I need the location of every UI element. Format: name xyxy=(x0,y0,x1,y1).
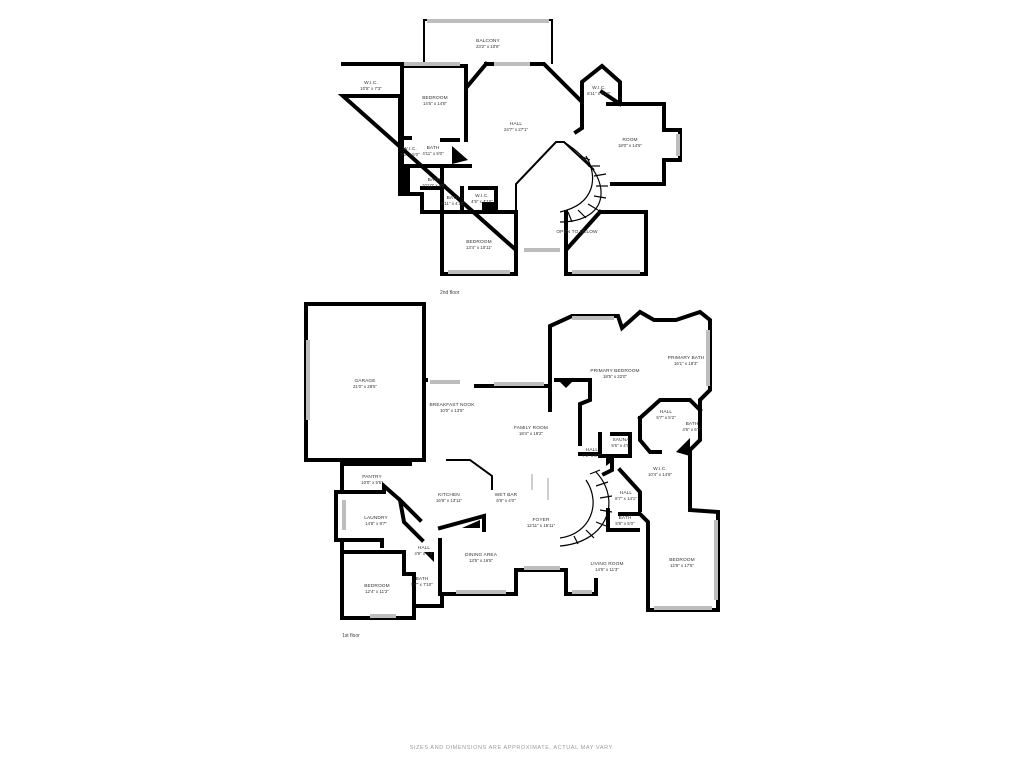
room-name-wic: W.I.C. xyxy=(475,193,489,199)
floor-2-outer-wall xyxy=(337,62,682,276)
room-dim-breakfast-nook: 10'0" x 13'5" xyxy=(440,408,465,413)
room-name-laundry: LAUNDRY xyxy=(364,515,388,521)
duct-fill xyxy=(558,380,574,388)
room-dim-wet-bar: 6'8" x 4'0" xyxy=(496,498,516,503)
staircase-upper xyxy=(559,141,608,223)
room-dim-wic: 4'5" x 4'10" xyxy=(471,199,493,204)
room-dim-hall: 24'7" x 27'1" xyxy=(504,127,529,132)
room-name-wic: W.I.C. xyxy=(592,85,606,91)
room-name-bath: BATH xyxy=(686,421,699,427)
room-dim-bedroom: 12'8" x 17'5" xyxy=(670,563,695,568)
room-dim-living-room: 14'5" x 11'3" xyxy=(595,567,619,572)
room-name-bath: BATH xyxy=(428,177,441,183)
duct-fill xyxy=(462,520,480,528)
duct-fill xyxy=(676,438,690,456)
room-name-bedroom: BEDROOM xyxy=(422,95,448,101)
room-name-room: ROOM xyxy=(622,137,637,143)
room-name-hall: HALL xyxy=(586,447,599,453)
room-name-hall: HALL xyxy=(418,545,431,551)
room-name-dining-area: DINING AREA xyxy=(465,552,498,558)
room-name-bedroom: BEDROOM xyxy=(364,583,390,589)
room-dim-bedroom: 14'5" x 14'8" xyxy=(423,101,448,106)
room-dim-hall: 5'7" x 5'2" xyxy=(656,415,676,420)
duct-fill xyxy=(424,552,434,562)
floor-label: 2nd floor xyxy=(440,290,460,296)
room-name-bath: BATH xyxy=(416,576,429,582)
room-dim-room: 18'0" x 14'5" xyxy=(618,143,643,148)
room-name-bedroom: BEDROOM xyxy=(669,557,695,563)
room-dim-bath: 5'7" x 7'10" xyxy=(411,582,433,587)
floor-1-outer-wall xyxy=(334,309,720,620)
room-dim-balcony: 23'2" x 10'6" xyxy=(476,44,501,49)
room-name-family-room: FAMILY ROOM xyxy=(514,425,548,431)
room-dim-bath: 5'11" x 4'10" xyxy=(441,201,465,206)
room-dim-bath: 4'6" x 6'3" xyxy=(682,427,702,432)
room-dim-hall: 4'9" x 5'4" xyxy=(414,551,434,556)
kitchen-counter xyxy=(446,459,493,490)
room-name-primary-bedroom: PRIMARY BEDROOM xyxy=(590,368,639,374)
staircase-lower xyxy=(559,469,613,547)
room-name-hall: HALL xyxy=(660,409,673,415)
duct-fill xyxy=(452,146,468,164)
room-dim-wic: 6'11" x 6'10" xyxy=(587,91,611,96)
room-dim-primary-bedroom: 18'5" x 22'0" xyxy=(603,374,628,379)
room-dim-bedroom: 12'4" x 11'2" xyxy=(365,589,389,594)
floor-label: 1st floor xyxy=(342,633,360,639)
room-name-hall: HALL xyxy=(510,121,523,127)
room-dim-bedroom: 13'4" x 10'11" xyxy=(466,245,493,250)
room-name-wic: W.I.C. xyxy=(364,80,378,86)
room-name-wic: W.I.C. xyxy=(653,466,667,472)
room-dim-kitchen: 16'8" x 13'11" xyxy=(436,498,463,503)
room-dim-primary-bath: 16'1" x 18'3" xyxy=(674,361,699,366)
room-name-bedroom: BEDROOM xyxy=(466,239,492,245)
disclaimer: SIZES AND DIMENSIONS ARE APPROXIMATE, AC… xyxy=(410,745,615,751)
room-name-open-to-below: OPEN TO BELOW xyxy=(556,229,598,235)
floor-1-plan: GARAGE 21'0" x 28'5" BREAKFAST NOOK 10'0… xyxy=(304,302,720,639)
room-dim-wic: 5'0" x 5'0" xyxy=(400,152,420,157)
room-name-foyer: FOYER xyxy=(532,517,549,523)
room-name-breakfast-nook: BREAKFAST NOOK xyxy=(429,402,475,408)
room-name-bath: BATH xyxy=(619,515,632,521)
duct-fill xyxy=(482,202,496,212)
room-dim-pantry: 10'0" x 5'5" xyxy=(361,480,383,485)
room-dim-hall: 7'0" x 8'7" xyxy=(582,453,602,458)
duct-fill xyxy=(606,454,614,466)
room-dim-wic: 10'4" x 14'8" xyxy=(648,472,673,477)
room-dim-laundry: 14'8" x 8'7" xyxy=(365,521,387,526)
room-name-garage: GARAGE xyxy=(354,378,375,384)
duct-fill xyxy=(402,166,410,194)
room-name-wet-bar: WET BAR xyxy=(495,492,518,498)
room-name-sauna: SAUNA xyxy=(612,437,630,443)
room-dim-foyer: 12'11" x 15'11" xyxy=(527,523,556,528)
room-dim-bath: 5'8" x 5'0" xyxy=(615,521,635,526)
room-dim-bath: 4'11" x 5'0" xyxy=(422,151,444,156)
room-dim-garage: 21'0" x 28'5" xyxy=(353,384,378,389)
room-name-hall: HALL xyxy=(620,490,633,496)
room-dim-hall: 8'7" x 14'1" xyxy=(615,496,637,501)
room-name-primary-bath: PRIMARY BATH xyxy=(668,355,705,361)
floor-2-plan: BALCONY 23'2" x 10'6" W.I.C. 10'5" x 7'3… xyxy=(337,19,682,296)
room-dim-dining-area: 13'5" x 16'5" xyxy=(469,558,494,563)
room-dim-sauna: 5'6" x 4'9" xyxy=(611,443,631,448)
room-dim-wic: 10'5" x 7'3" xyxy=(360,86,382,91)
room-name-bath: BATH xyxy=(447,195,460,201)
room-dim-bath: 10'10" x 8'3" xyxy=(422,183,447,188)
room-name-kitchen: KITCHEN xyxy=(438,492,460,498)
floor-1-interior-walls xyxy=(340,378,703,608)
room-dim-family-room: 18'4" x 18'2" xyxy=(519,431,544,436)
room-name-wic: W.I.C. xyxy=(403,146,417,152)
room-name-living-room: LIVING ROOM xyxy=(590,561,623,567)
room-name-balcony: BALCONY xyxy=(476,38,500,44)
room-name-pantry: PANTRY xyxy=(362,474,382,480)
room-name-bath: BATH xyxy=(427,145,440,151)
